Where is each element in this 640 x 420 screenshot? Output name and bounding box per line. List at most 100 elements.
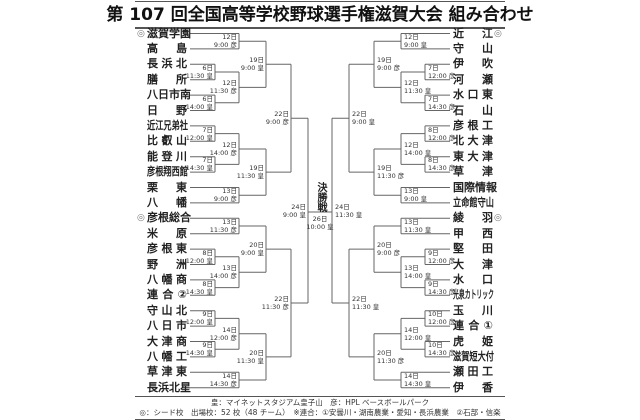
right-seed-mark-icon: ◎ [494, 213, 502, 224]
match-time-venue: 14:30 彦 [428, 287, 456, 296]
right-seed-mark-icon: ◎ [494, 28, 502, 39]
right-team-1: 守山 [453, 41, 493, 55]
right-team-13: 甲西 [453, 226, 493, 240]
match-day: 12日 [404, 33, 419, 42]
match-day: 13日 [404, 264, 419, 273]
right-team-11: 立命館守山 [453, 195, 494, 209]
right-team-5: 石山 [453, 103, 493, 117]
final-day: 26日 [312, 215, 328, 223]
left-team-22: 草津東 [147, 365, 187, 379]
match-day: 14日 [404, 325, 419, 334]
match-time-venue: 12:00 皇 [185, 256, 213, 265]
match-time-venue: 12:00 彦 [428, 256, 456, 265]
left-team-21: 八幡工 [147, 349, 187, 363]
match-day: 20日 [377, 348, 392, 357]
right-team-22: 瀬田工 [453, 365, 493, 379]
match-time-venue: 9:00 皇 [352, 118, 376, 127]
left-team-11: 八幡 [147, 195, 187, 209]
match-day: 8日 [202, 279, 213, 288]
left-team-9: 彦根翔西館 [147, 165, 188, 179]
match-time-venue: 12:00 彦 [428, 133, 456, 142]
match-time-venue: 14:30 皇 [185, 164, 213, 173]
match-time-venue: 14:00 彦 [209, 272, 237, 281]
left-team-12: 彦根総合 [147, 211, 191, 225]
match-time-venue: 12:00 彦 [428, 318, 456, 327]
match-day: 7日 [428, 64, 439, 72]
match-time-venue: 14:00 皇 [185, 102, 213, 111]
match-time-venue: 14:30 皇 [404, 380, 432, 388]
match-time-venue: 11:30 彦 [377, 172, 405, 181]
match-time-venue: 9:00 皇 [282, 210, 306, 219]
left-team-2: 長浜北 [147, 57, 187, 71]
match-day: 6日 [202, 64, 213, 72]
match-time-venue: 14:30 彦 [428, 349, 456, 358]
match-time-venue: 9:00 彦 [213, 41, 237, 50]
match-time-venue: 11:30 彦 [377, 356, 405, 365]
match-day: 19日 [377, 56, 392, 65]
match-day: 13日 [222, 264, 237, 273]
right-team-14: 堅田 [453, 242, 493, 256]
right-team-2: 伊吹 [453, 57, 493, 71]
match-time-venue: 12:00 皇 [404, 333, 432, 342]
right-team-4: 水口東 [453, 88, 493, 102]
match-time-venue: 14:00 皇 [404, 149, 432, 157]
left-team-14: 彦根東 [147, 242, 187, 256]
match-day: 13日 [222, 218, 237, 226]
match-day: 22日 [274, 295, 289, 303]
match-day: 22日 [274, 110, 289, 119]
footer-venues: 皇：マイネットスタジアム皇子山 彦：HPL ベースボールパーク [210, 398, 430, 407]
page-title: 第 107 回全国高等学校野球選手権滋賀大会 組み合わせ [106, 5, 534, 25]
match-time-venue: 9:00 皇 [240, 249, 264, 258]
match-day: 22日 [352, 295, 367, 303]
right-team-18: 玉川 [453, 303, 493, 317]
right-team-9: 草津 [453, 165, 493, 179]
match-day: 14日 [222, 372, 237, 380]
match-day: 10日 [428, 310, 443, 319]
final-title: 決勝戦 [315, 182, 326, 212]
match-time-venue: 12:00 皇 [185, 318, 213, 327]
match-day: 13日 [404, 187, 419, 196]
right-team-15: 大津 [453, 257, 493, 271]
match-day: 20日 [249, 348, 264, 357]
right-team-17: 光泉カトリック [453, 288, 494, 302]
match-day: 9日 [202, 310, 213, 319]
right-team-20: 虎姫 [453, 334, 493, 348]
match-time-venue: 11:30 皇 [185, 72, 213, 80]
match-time-venue: 9:00 彦 [377, 249, 401, 258]
match-day: 9日 [428, 248, 439, 257]
match-day: 12日 [222, 141, 237, 149]
match-time-venue: 9:00 彦 [213, 195, 237, 204]
match-time-venue: 14:00 皇 [404, 272, 432, 281]
match-day: 19日 [377, 164, 392, 173]
left-team-1: 高島 [147, 41, 187, 55]
match-day: 12日 [404, 79, 419, 88]
match-day: 24日 [291, 202, 306, 211]
left-team-3: 膳所 [147, 72, 187, 86]
left-team-7: 比叡山 [147, 134, 187, 148]
match-day: 12日 [222, 79, 237, 88]
